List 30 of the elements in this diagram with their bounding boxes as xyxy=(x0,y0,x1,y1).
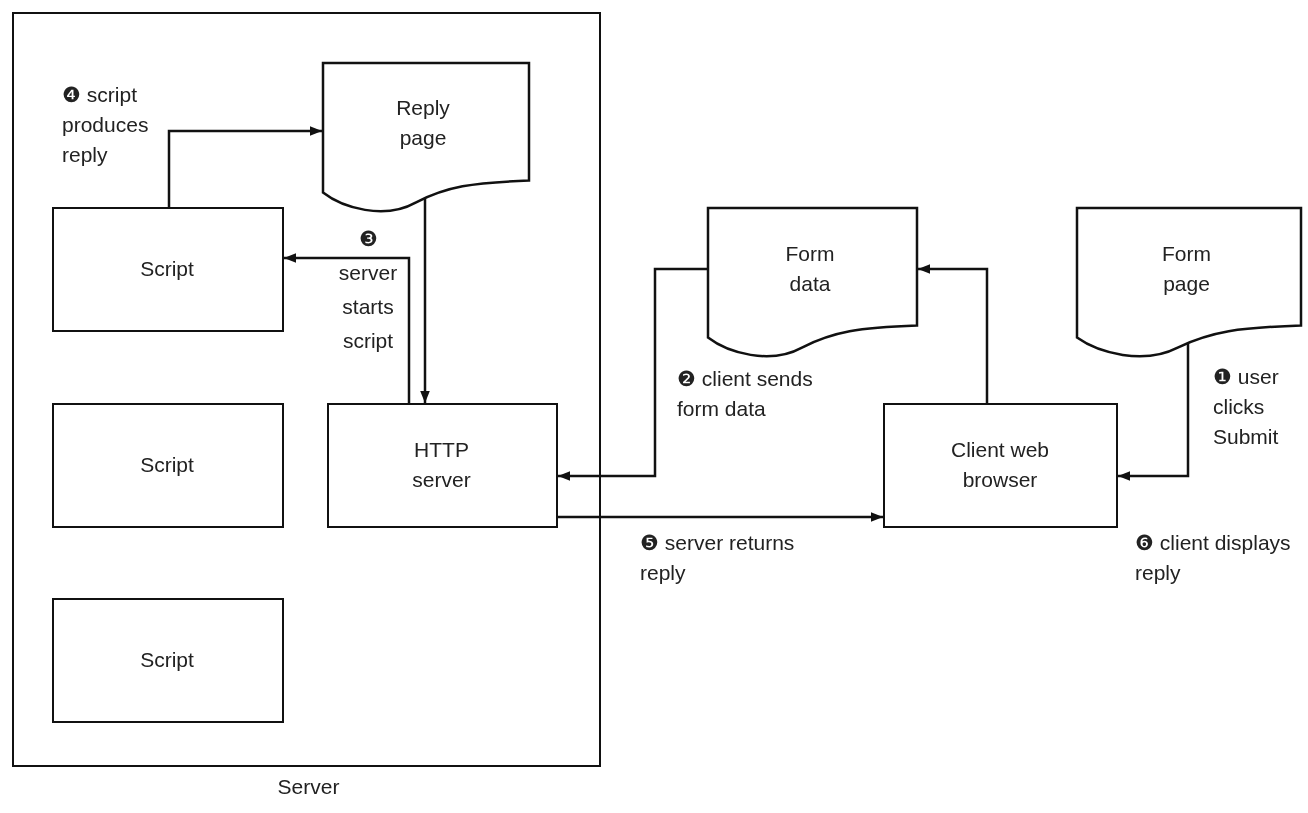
edge-label: ❹ script produces reply xyxy=(62,82,150,168)
arrow xyxy=(558,267,707,481)
node-label: Script xyxy=(139,255,195,282)
step-note: ❻ client displays reply xyxy=(1135,530,1292,586)
edge-label: ❷ client sends form data xyxy=(677,366,814,422)
document-shape xyxy=(321,61,530,214)
arrow xyxy=(167,126,322,207)
document-shape xyxy=(707,207,918,359)
node-label: Form data xyxy=(784,240,836,297)
document-shape xyxy=(1076,207,1302,359)
arrow xyxy=(420,198,430,403)
process-box xyxy=(326,402,558,528)
node-label: Reply page xyxy=(395,95,451,152)
edge-label: ❸ server starts script xyxy=(337,226,399,354)
process-box xyxy=(51,206,284,332)
edge-label: ❺ server returns reply xyxy=(640,530,796,586)
arrow xyxy=(1118,343,1190,481)
node-label: Script xyxy=(139,646,195,673)
frame-caption: Server xyxy=(276,774,341,800)
arrow xyxy=(558,512,883,522)
node-label: Script xyxy=(139,451,195,478)
arrow xyxy=(284,253,411,403)
node-label: Client web browser xyxy=(949,437,1051,493)
process-box xyxy=(883,403,1118,528)
node-label: Form page xyxy=(1161,240,1212,297)
edge-label: ❶ user clicks Submit xyxy=(1213,364,1280,450)
process-box xyxy=(51,597,284,723)
node-label: HTTP server xyxy=(411,436,472,493)
arrow xyxy=(918,264,989,403)
process-box xyxy=(51,402,284,528)
